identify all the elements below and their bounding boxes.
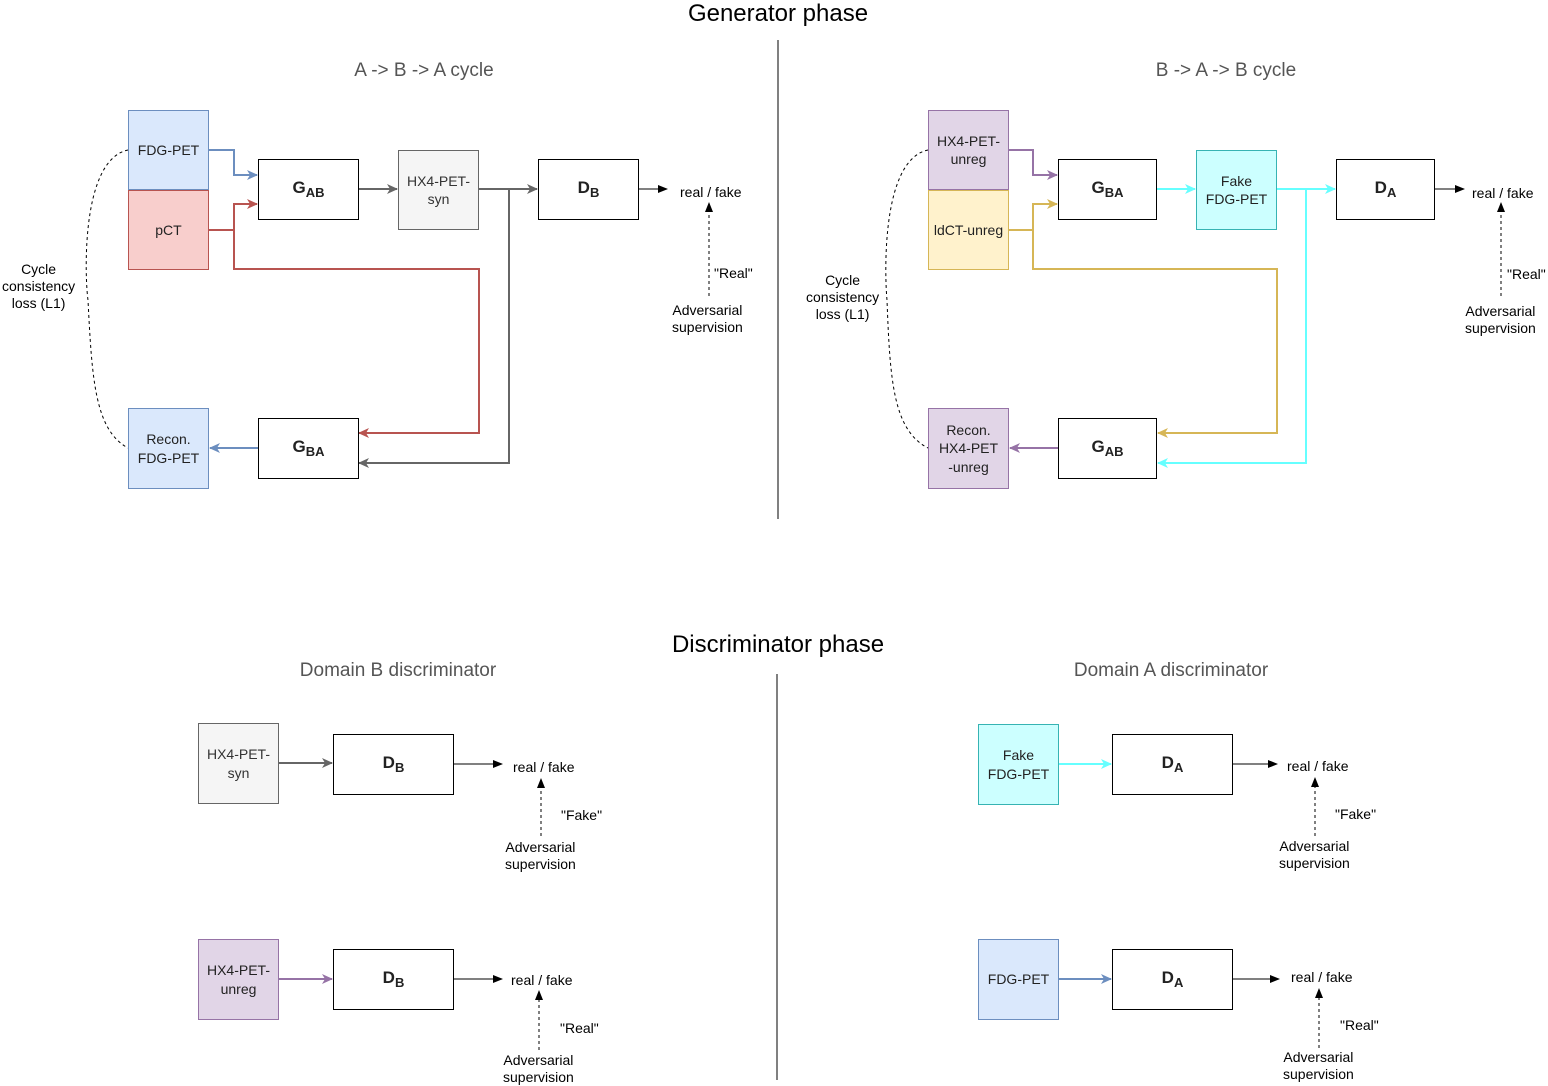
real-fake-label: real / fake	[511, 972, 573, 988]
fdg-pet-node: FDG-PET	[128, 110, 209, 190]
edge-pct-to-gab	[208, 199, 258, 231]
edge-fdg-to-gab	[208, 149, 258, 180]
discriminator-a-node: DA	[1112, 734, 1233, 795]
generator-ab-node: GAB	[258, 159, 359, 220]
domain-a-discriminator-title: Domain A discriminator	[1073, 660, 1269, 681]
real-quote-label: "Real"	[560, 1020, 599, 1036]
adversarial-supervision-label: Adversarial supervision	[1465, 303, 1536, 336]
edge-hx4unreg-to-gba	[1008, 149, 1058, 180]
adversarial-supervision-label: Adversarial supervision	[672, 302, 743, 335]
discriminator-a-node: DA	[1336, 159, 1435, 220]
fake-fdg-pet-node: Fake FDG-PET	[1196, 150, 1277, 230]
bab-cycle-title: B -> A -> B cycle	[1155, 60, 1297, 81]
edge-ldct-to-gba	[1008, 199, 1058, 231]
recon-fdg-pet-node: Recon. FDG-PET	[128, 408, 209, 489]
fdg-pet-node: FDG-PET	[978, 939, 1059, 1020]
adversarial-supervision-label: Adversarial supervision	[505, 839, 576, 872]
cycle-loss-label: Cycle consistency loss (L1)	[2, 261, 76, 311]
real-fake-label: real / fake	[680, 184, 742, 200]
generator-phase-title: Generator phase	[687, 0, 869, 27]
generator-ba-node: GBA	[258, 418, 359, 479]
hx4-pet-unreg-node: HX4-PET- unreg	[928, 110, 1009, 190]
edge-pct-to-gba	[233, 230, 480, 438]
discriminator-b-node: DB	[333, 734, 454, 795]
adversarial-supervision-label: Adversarial supervision	[503, 1052, 574, 1085]
fake-quote-label: "Fake"	[1335, 806, 1377, 822]
cycle-loss-curve-right	[885, 149, 929, 449]
real-fake-label: real / fake	[1291, 969, 1353, 985]
discriminator-b-node: DB	[333, 949, 454, 1010]
hx4-pet-syn-node: HX4-PET- syn	[198, 723, 279, 804]
generator-ab-node: GAB	[1058, 418, 1157, 479]
hx4-pet-syn-node: HX4-PET- syn	[398, 150, 479, 230]
discriminator-b-node: DB	[538, 159, 639, 220]
generator-ba-node: GBA	[1058, 159, 1157, 220]
fake-fdg-pet-node: Fake FDG-PET	[978, 724, 1059, 805]
real-fake-label: real / fake	[1472, 185, 1534, 201]
edge-hx4syn-to-gba	[358, 189, 510, 468]
cycle-loss-label: Cycle consistency loss (L1)	[806, 272, 880, 322]
real-quote-label: "Real"	[1340, 1017, 1379, 1033]
adversarial-supervision-label: Adversarial supervision	[1283, 1049, 1354, 1082]
hx4-pet-unreg-node: HX4-PET- unreg	[198, 939, 279, 1020]
aba-cycle-title: A -> B -> A cycle	[354, 60, 494, 81]
discriminator-a-node: DA	[1112, 949, 1233, 1010]
edge-ldct-to-gab	[1032, 230, 1278, 438]
discriminator-phase-title: Discriminator phase	[671, 631, 885, 658]
edge-fakefdg-to-gab	[1157, 189, 1307, 468]
cycle-loss-curve-left	[85, 149, 129, 449]
adversarial-supervision-label: Adversarial supervision	[1279, 838, 1350, 871]
real-fake-label: real / fake	[513, 759, 575, 775]
fake-quote-label: "Fake"	[561, 807, 603, 823]
ldct-unreg-node: ldCT-unreg	[928, 190, 1009, 270]
real-quote-label: "Real"	[714, 265, 753, 281]
real-fake-label: real / fake	[1287, 758, 1349, 774]
recon-hx4-pet-unreg-node: Recon. HX4-PET -unreg	[928, 408, 1009, 489]
real-quote-label: "Real"	[1507, 266, 1546, 282]
pct-node: pCT	[128, 190, 209, 270]
domain-b-discriminator-title: Domain B discriminator	[299, 660, 497, 681]
